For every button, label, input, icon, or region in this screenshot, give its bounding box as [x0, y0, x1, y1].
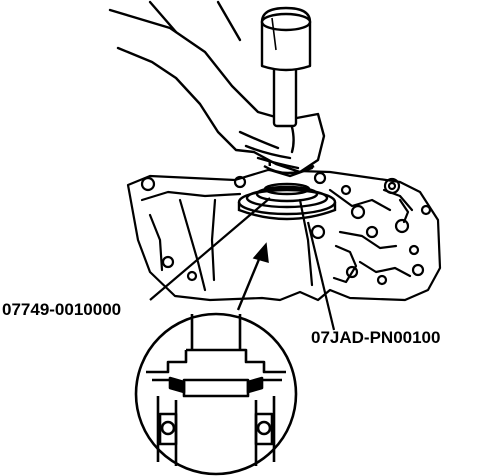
- hand-icon: [108, 8, 326, 174]
- tool-label-left: 07749-0010000: [2, 300, 122, 319]
- seal-assembly: [237, 182, 337, 221]
- hammer-icon: [260, 6, 312, 128]
- detail-arrow: [236, 242, 269, 311]
- leader-line-left: [149, 197, 271, 301]
- arm: [148, 0, 242, 42]
- tool-label-right: 07JAD-PN00100: [311, 328, 441, 347]
- magnified-detail-icon: [134, 312, 298, 476]
- leader-line-right: [306, 221, 336, 331]
